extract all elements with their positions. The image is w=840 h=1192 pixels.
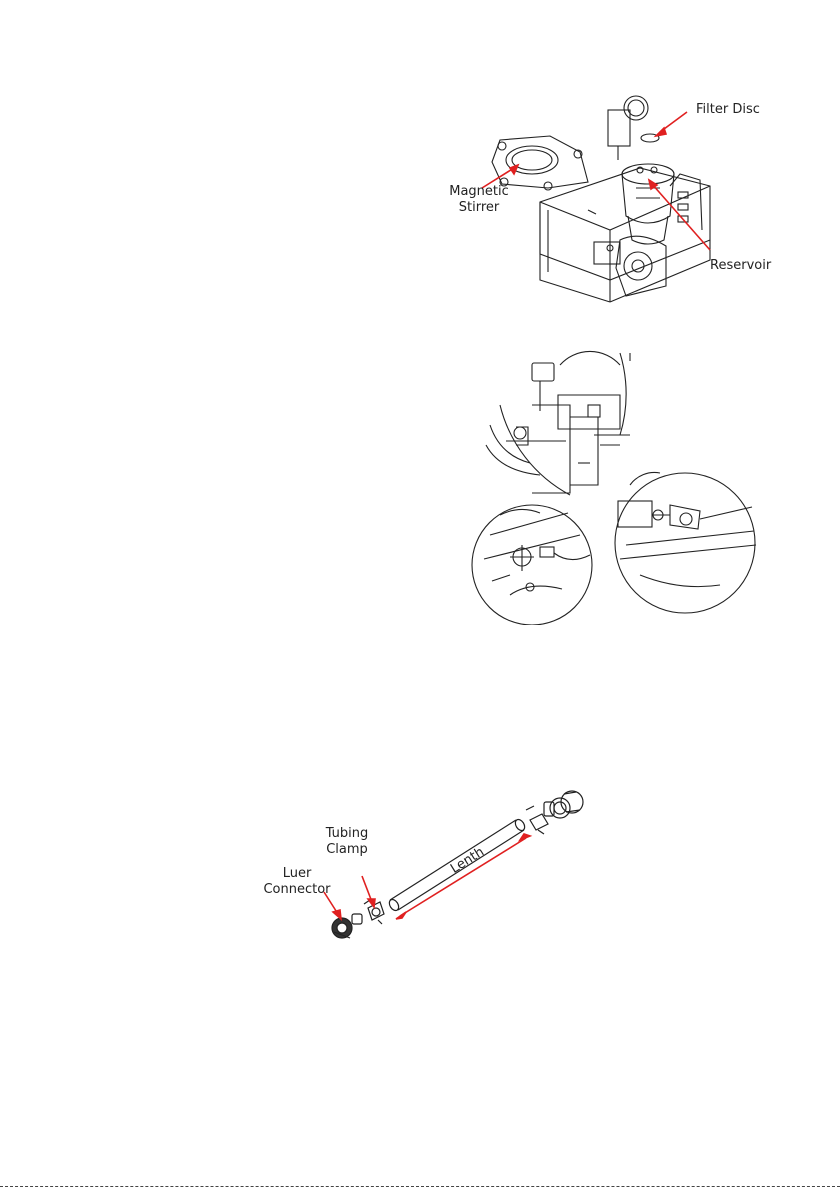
tubing-label-line: Tubing <box>318 826 376 842</box>
pressure-gauge <box>608 96 648 160</box>
clamp-label-line: Clamp <box>318 842 376 858</box>
stirrer-label-line: Stirrer <box>444 200 514 216</box>
tubing-clamp-label: Tubing Clamp <box>318 826 376 858</box>
reservoir <box>622 164 674 244</box>
length-arrow <box>400 838 526 916</box>
right-inset-detail <box>615 472 756 613</box>
luer-connector-label: Luer Connector <box>258 866 336 898</box>
pump-head <box>594 236 666 296</box>
filter-disc-label: Filter Disc <box>696 102 760 117</box>
left-luer-connector <box>332 914 362 938</box>
top-valve-detail <box>486 351 630 495</box>
right-clamp-connector <box>526 791 583 834</box>
left-inset-detail <box>472 505 592 625</box>
magnetic-stirrer-label: Magnetic Stirrer <box>444 184 514 216</box>
magnetic-stirrer-plate <box>492 136 588 190</box>
reservoir-label: Reservoir <box>710 258 771 273</box>
magnetic-label-line: Magnetic <box>444 184 514 200</box>
valve-detail-diagram <box>470 345 770 625</box>
main-housing <box>540 168 710 302</box>
page-bottom-divider <box>0 1186 840 1187</box>
luer-label-line: Luer <box>258 866 336 882</box>
connector-label-line: Connector <box>258 882 336 898</box>
